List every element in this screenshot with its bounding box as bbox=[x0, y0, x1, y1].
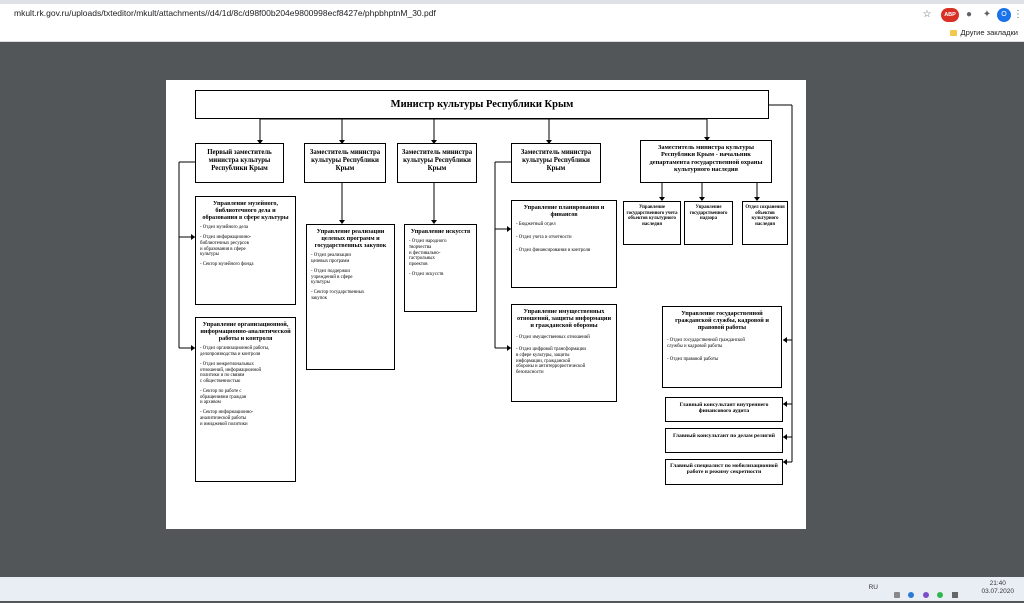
unit-property-box: Управление имущественных отношений, защи… bbox=[511, 304, 617, 402]
address-bar[interactable]: mkult.rk.gov.ru/uploads/txteditor/mkult/… bbox=[14, 8, 436, 18]
puzzle-icon[interactable]: ✦ bbox=[982, 9, 992, 20]
unit-item: - Отдел поддержки учреждений в сфере кул… bbox=[311, 268, 353, 286]
unit-title: Управление государственной гражданской с… bbox=[675, 310, 769, 332]
network-icon[interactable] bbox=[894, 592, 900, 598]
heritage-supervision-box: Управление государственного надзора bbox=[684, 201, 733, 245]
deputy-first-box: Первый заместитель министра культуры Рес… bbox=[195, 143, 284, 183]
status-icon[interactable] bbox=[937, 592, 944, 598]
unit-item: - Отдел музейного дела bbox=[200, 225, 248, 231]
unit-title: Управление планирования и финансов bbox=[523, 204, 605, 219]
unit-item: - Отдел искусств bbox=[409, 271, 444, 277]
unit-item: - Отдел имущественных отношений bbox=[516, 335, 590, 341]
deputy-2-box: Заместитель министра культуры Республики… bbox=[304, 143, 386, 183]
unit-title: Управление организационной, информационн… bbox=[200, 321, 291, 343]
consultant-religion-box: Главный консультант по делам религий bbox=[665, 428, 783, 453]
unit-item: - Отдел правовой работы bbox=[667, 356, 719, 362]
unit-item: - Сектор государственных закупок bbox=[311, 290, 365, 301]
unit-item: - Отдел учета и отчетности bbox=[516, 235, 572, 240]
unit-item: - Отдел реализации целевых программ bbox=[311, 253, 351, 265]
unit-item: - Отдел межрегиональных отношений, инфор… bbox=[200, 361, 262, 385]
consultant-audit-box: Главный консультант внутреннего финансов… bbox=[665, 397, 783, 422]
deputy-3-box: Заместитель министра культуры Республики… bbox=[397, 143, 477, 183]
unit-title: Управление реализации целевых программ и… bbox=[314, 228, 387, 250]
clock[interactable]: 21:40 03.07.2020 bbox=[981, 580, 1014, 596]
pdf-page: Министр культуры Республики Крым Первый … bbox=[166, 80, 806, 529]
specialist-mobilization-box: Главный специалист по мобилизационной ра… bbox=[665, 459, 783, 485]
bookmarks-bar: Другие закладки bbox=[0, 26, 1024, 42]
minister-box: Министр культуры Республики Крым bbox=[195, 90, 769, 119]
heritage-preservation-box: Отдел сохранения объектов культурного на… bbox=[742, 201, 788, 245]
profile-avatar[interactable]: O bbox=[997, 8, 1011, 22]
unit-item: - Отдел информационно- библиотечных ресу… bbox=[200, 235, 252, 258]
adblock-icon[interactable]: ABP bbox=[941, 8, 959, 22]
unit-arts-box: Управление искусств - Отдел народного тв… bbox=[404, 224, 477, 312]
unit-title: Управление искусств bbox=[410, 228, 471, 235]
volume-icon[interactable] bbox=[951, 592, 958, 598]
unit-civil-service-box: Управление государственной гражданской с… bbox=[662, 306, 782, 388]
language-indicator[interactable]: RU bbox=[868, 584, 878, 591]
deputy-4-box: Заместитель министра культуры Республики… bbox=[511, 143, 601, 183]
unit-museum-box: Управление музейного, библиотечного дела… bbox=[195, 196, 296, 305]
messenger-icon[interactable] bbox=[922, 592, 929, 598]
unit-item: - Отдел финансирования и контроля bbox=[516, 247, 591, 253]
deputy-heritage-box: Заместитель министра культуры Республики… bbox=[640, 140, 772, 183]
tab-strip bbox=[0, 0, 1024, 6]
unit-finance-box: Управление планирования и финансов - Бюд… bbox=[511, 200, 617, 288]
extension-icon[interactable]: ● bbox=[965, 9, 973, 20]
unit-item: - Отдел организационной работы, делопрои… bbox=[200, 346, 270, 358]
unit-item: - Отдел государственной гражданской служ… bbox=[667, 338, 745, 350]
tray-icons[interactable] bbox=[894, 585, 974, 598]
unit-item: - Сектор информационно- аналитической ра… bbox=[200, 410, 254, 427]
unit-item: - Сектор по работе с обращениями граждан… bbox=[200, 388, 247, 406]
menu-icon[interactable]: ⋮ bbox=[1013, 9, 1023, 20]
app-icon[interactable] bbox=[908, 592, 915, 598]
unit-item: - Отдел народного творчества и фестиваль… bbox=[409, 239, 447, 268]
unit-item: - Бюджетный отдел bbox=[516, 222, 556, 228]
taskbar: RU 21:40 03.07.2020 bbox=[0, 577, 1024, 601]
other-bookmarks[interactable]: Другие закладки bbox=[949, 28, 1018, 37]
unit-item: - Отдел цифровой трансформации в сфере к… bbox=[516, 347, 586, 376]
unit-programs-box: Управление реализации целевых программ и… bbox=[306, 224, 395, 370]
unit-title: Управление музейного, библиотечного дела… bbox=[202, 200, 289, 222]
folder-icon bbox=[949, 30, 957, 37]
unit-item: - Сектор музейного фонда bbox=[200, 262, 254, 268]
star-icon[interactable]: ☆ bbox=[922, 9, 932, 20]
heritage-registry-box: Управление государственного учета объект… bbox=[623, 201, 681, 245]
browser-toolbar: mkult.rk.gov.ru/uploads/txteditor/mkult/… bbox=[0, 4, 1024, 26]
unit-organizational-box: Управление организационной, информационн… bbox=[195, 317, 296, 482]
unit-title: Управление имущественных отношений, защи… bbox=[516, 308, 612, 330]
connector-lines bbox=[178, 104, 793, 465]
